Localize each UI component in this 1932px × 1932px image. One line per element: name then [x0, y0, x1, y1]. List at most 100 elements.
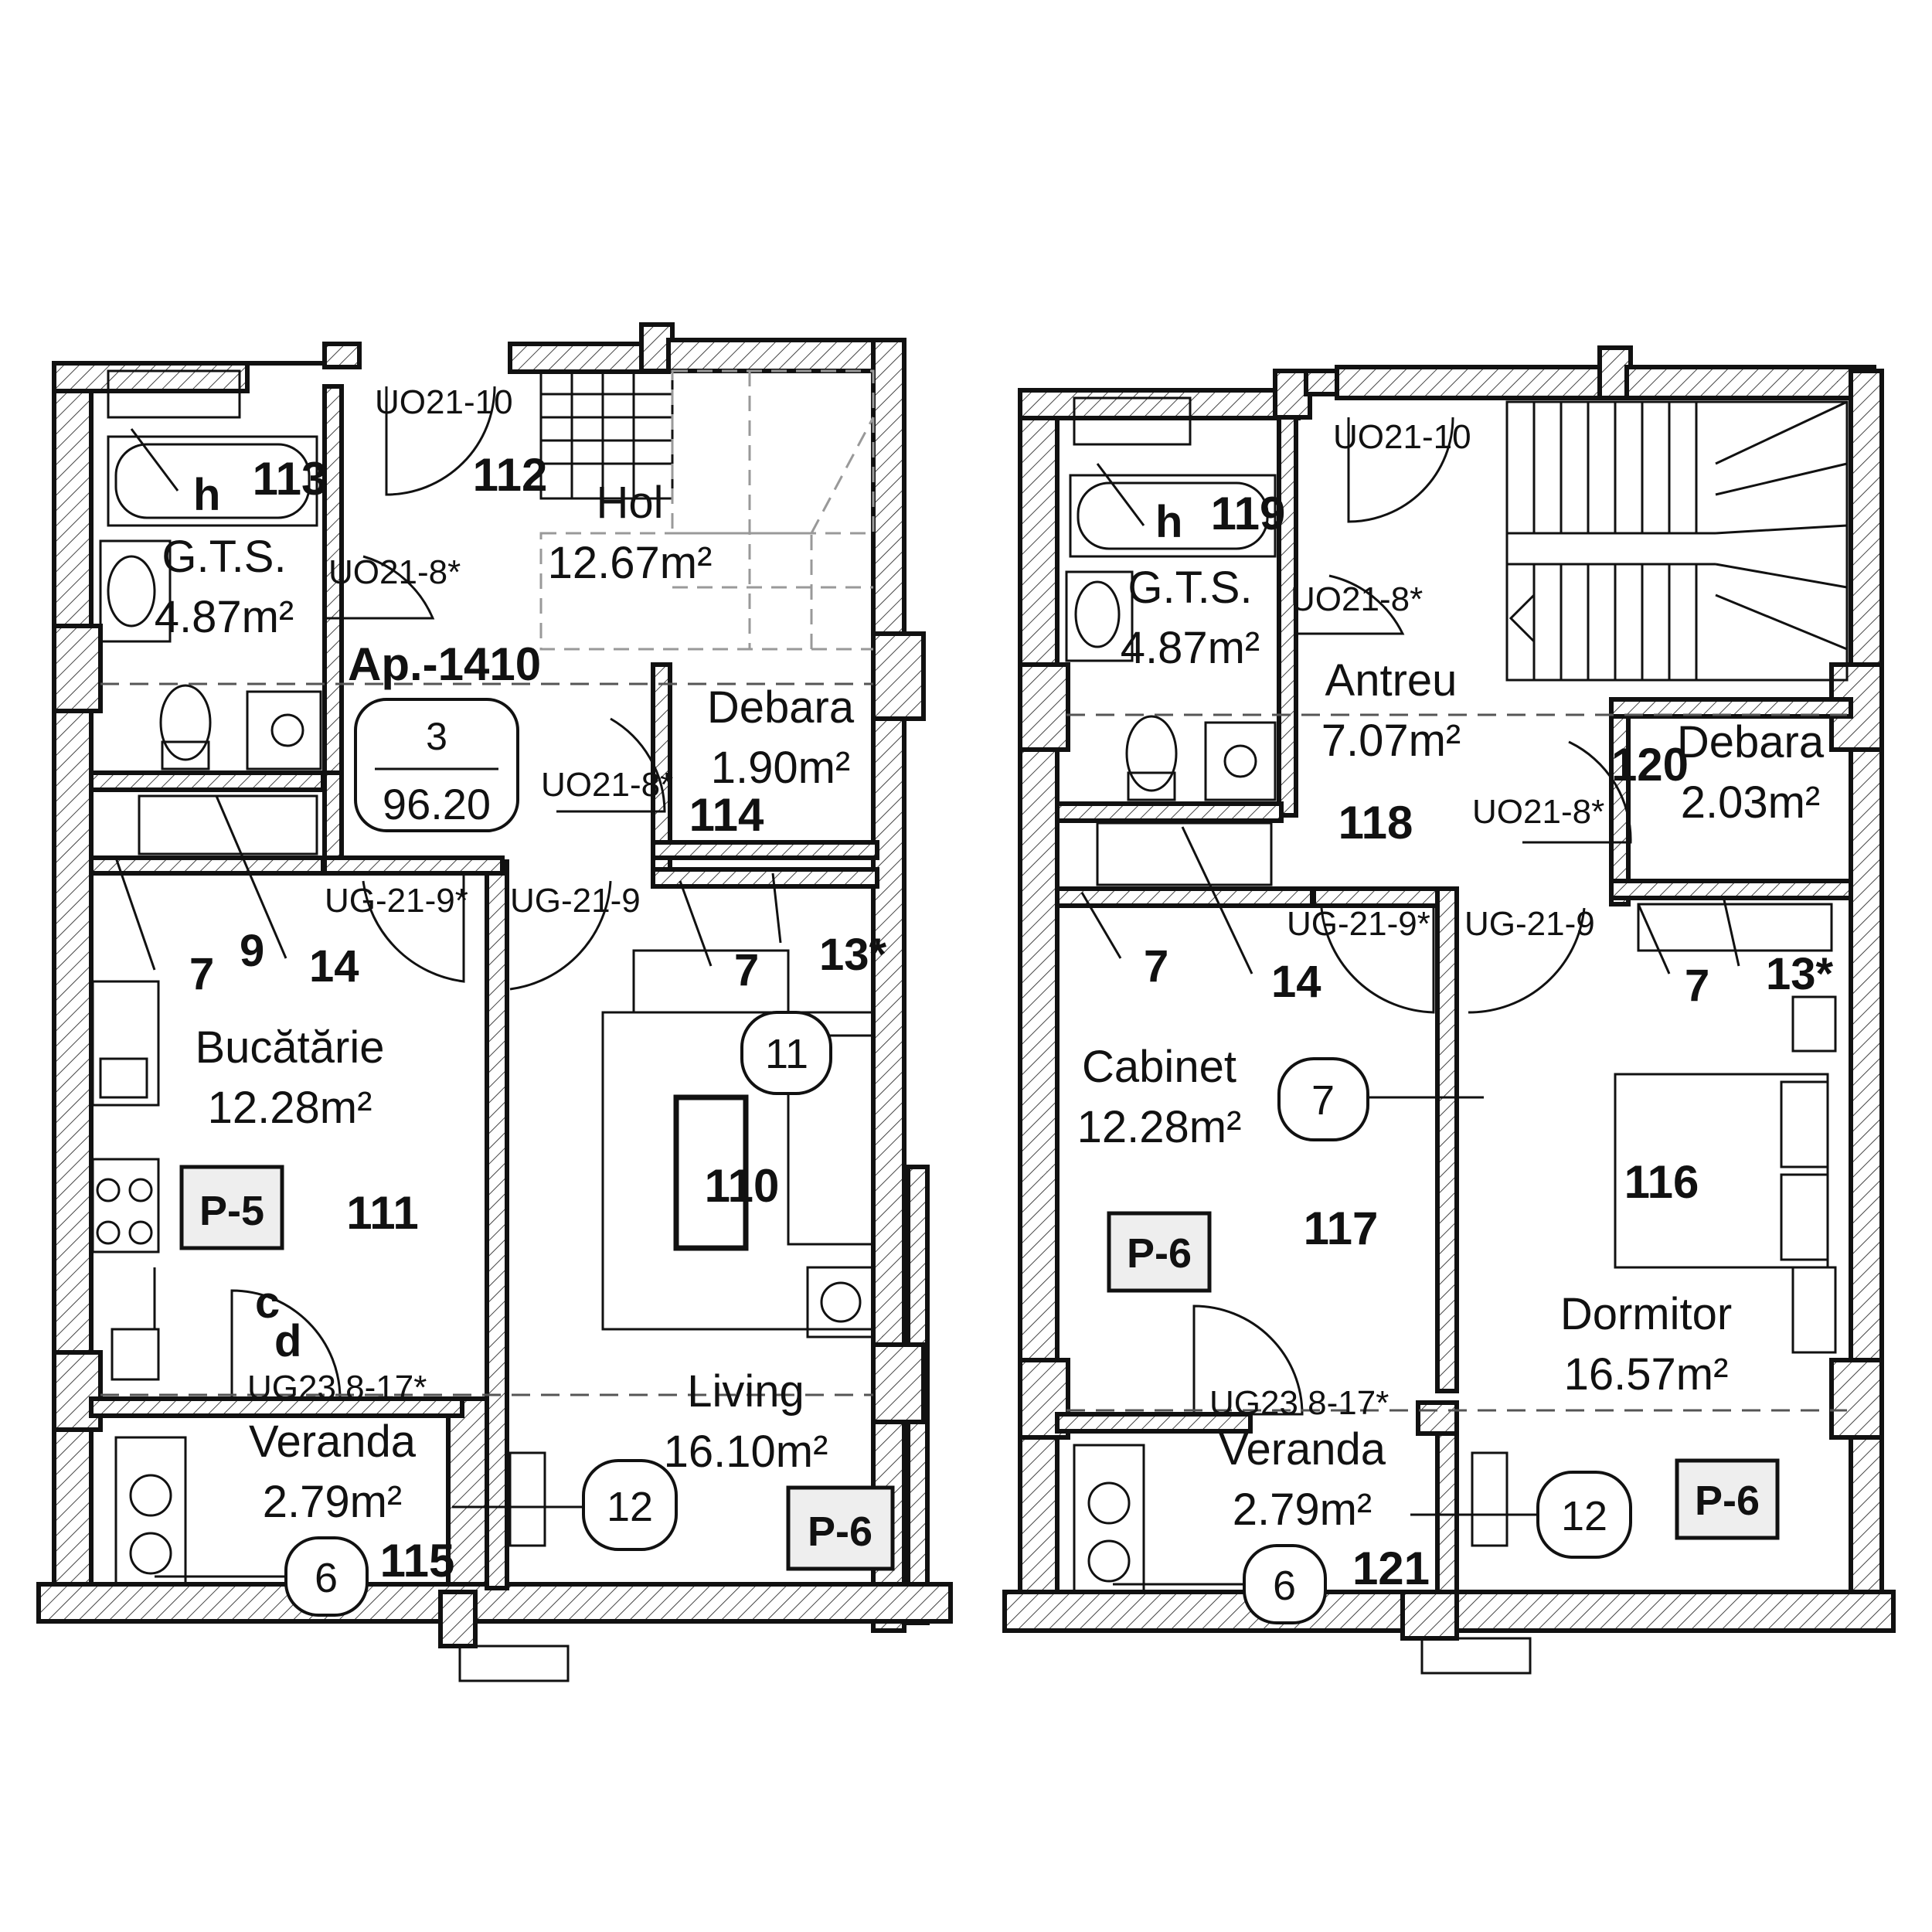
fixture-mark-c: c: [255, 1277, 280, 1328]
room-number-living: 110: [705, 1160, 780, 1212]
room-name-gts-2: G.T.S.: [1128, 563, 1252, 613]
left-leader-lines: [114, 428, 782, 971]
circle-marker-11: 11: [740, 1011, 832, 1095]
right-door-swings: [1192, 417, 1632, 1416]
room-number-cabinet: 117: [1304, 1202, 1379, 1254]
door-code-5: UG-21-9: [510, 882, 641, 920]
svg-text:12: 12: [607, 1484, 653, 1530]
room-name-dormitor: Dormitor: [1560, 1289, 1732, 1339]
door-code-r2: UO21-8*: [1291, 580, 1423, 618]
right-apartment-plan: G.T.S. 4.87m² 119 Antreu 7.07m² 118 Deba…: [1002, 345, 1896, 1675]
room-area-gts-2: 4.87m²: [1121, 623, 1260, 673]
room-area-veranda: 2.79m²: [263, 1477, 403, 1527]
fixture-mark-h: h: [193, 470, 220, 520]
door-code-r4: UG-21-9*: [1287, 905, 1430, 943]
room-name-bucatarie: Bucătărie: [195, 1022, 384, 1073]
svg-text:7: 7: [1311, 1077, 1335, 1124]
right-bedroom-furniture: [1614, 903, 1837, 1354]
svg-text:12: 12: [1561, 1493, 1607, 1539]
fixture-mark-h-2: h: [1155, 497, 1182, 547]
svg-text:P-6: P-6: [1127, 1230, 1192, 1277]
apartment-id: Ap.-1410: [348, 638, 541, 690]
circle-marker-6-2: 6: [1113, 1544, 1327, 1624]
room-number-veranda: 115: [380, 1535, 455, 1587]
left-bathroom-fixtures: [99, 369, 322, 855]
door-code-2: UO21-8*: [328, 553, 461, 591]
room-area-living: 16.10m²: [664, 1427, 828, 1477]
partition-tag-p6: P-6: [786, 1485, 895, 1571]
svg-text:6: 6: [1273, 1563, 1296, 1609]
right-staircase: [1505, 400, 1849, 682]
room-number-dormitor: 116: [1624, 1156, 1699, 1208]
svg-text:P-6: P-6: [1695, 1478, 1760, 1524]
left-apartment-plan: 3 96.20 Ap.-1410 G.T.S. 4.87m² 113 Hol 1…: [36, 322, 953, 1682]
room-number-gts-2: 119: [1211, 488, 1286, 539]
circle-marker-12-2: 12: [1410, 1471, 1632, 1559]
partition-tag-p6-b: P-6: [1675, 1458, 1780, 1540]
fixture-mark-13: 13*: [819, 930, 887, 980]
room-name-living: Living: [687, 1366, 804, 1417]
svg-text:P-5: P-5: [199, 1188, 264, 1234]
room-name-veranda-2: Veranda: [1219, 1424, 1386, 1475]
door-code-r5: UG-21-9: [1464, 905, 1595, 943]
fixture-mark-7b: 7: [734, 945, 759, 995]
door-code-4: UG-21-9*: [325, 882, 468, 920]
room-area-dormitor: 16.57m²: [1564, 1349, 1729, 1400]
fixture-mark-7a: 7: [189, 949, 214, 999]
room-name-debara: Debara: [707, 682, 855, 733]
room-number-debara: 114: [689, 789, 764, 841]
right-leader-lines: [1080, 463, 1740, 1099]
fixture-mark-13-2: 13*: [1766, 949, 1834, 999]
svg-text:P-6: P-6: [808, 1509, 872, 1555]
left-living-furniture: [601, 949, 875, 1338]
left-staircase: [539, 369, 875, 651]
room-area-hol: 12.67m²: [548, 538, 713, 588]
fixture-mark-7c: 7: [1144, 941, 1168, 992]
room-area-cabinet: 12.28m²: [1077, 1102, 1242, 1152]
left-kitchen-fixtures: [91, 980, 160, 1381]
room-area-antreu: 7.07m²: [1321, 716, 1461, 766]
svg-text:6: 6: [315, 1555, 338, 1601]
room-number-veranda-2: 121: [1352, 1543, 1430, 1594]
fixture-mark-d: d: [274, 1316, 301, 1366]
door-code-3: UO21-8*: [541, 766, 673, 804]
left-door-swings: [230, 386, 666, 1400]
right-bathroom-fixtures: [1065, 396, 1277, 886]
room-area-veranda-2: 2.79m²: [1233, 1485, 1372, 1535]
room-name-gts: G.T.S.: [162, 532, 286, 582]
apartment-badge-top: 3: [426, 715, 447, 758]
circle-marker-6: 6: [155, 1536, 369, 1617]
right-veranda-units: [1073, 1444, 1532, 1675]
door-code-r3: UO21-8*: [1472, 793, 1604, 831]
room-number-bucatarie: 111: [346, 1187, 419, 1239]
left-veranda-units: [114, 1436, 570, 1682]
left-interior-walls: [89, 384, 879, 1418]
room-area-bucatarie: 12.28m²: [208, 1083, 372, 1133]
partition-tag-p6-a: P-6: [1107, 1211, 1212, 1293]
door-code-r6: UG23 8-17*: [1209, 1384, 1389, 1422]
room-number-gts: 113: [253, 453, 328, 505]
door-code-1: UO21-10: [375, 383, 513, 421]
room-name-cabinet: Cabinet: [1082, 1042, 1236, 1092]
door-code-r1: UO21-10: [1333, 418, 1471, 456]
partition-tag-p5: P-5: [179, 1165, 284, 1250]
fixture-mark-9: 9: [240, 926, 264, 976]
room-name-hol: Hol: [596, 478, 663, 528]
room-number-hol: 112: [473, 449, 548, 501]
left-outer-walls: [36, 322, 953, 1648]
room-name-antreu: Antreu: [1325, 655, 1458, 706]
room-number-antreu: 118: [1338, 797, 1413, 849]
room-name-debara-2: Debara: [1677, 717, 1825, 767]
room-area-gts: 4.87m²: [155, 592, 294, 642]
apartment-badge-bottom: 96.20: [383, 780, 491, 828]
svg-text:11: 11: [765, 1031, 808, 1077]
room-area-debara-2: 2.03m²: [1681, 777, 1821, 828]
room-number-debara-2: 120: [1611, 739, 1689, 791]
apartment-badge: 3 96.20: [354, 698, 519, 832]
right-outer-walls: [1002, 345, 1896, 1641]
right-interior-walls: [1055, 415, 1853, 1594]
fixture-mark-14-2: 14: [1271, 957, 1321, 1007]
circle-marker-12: 12: [452, 1459, 678, 1551]
room-area-debara: 1.90m²: [711, 743, 851, 793]
